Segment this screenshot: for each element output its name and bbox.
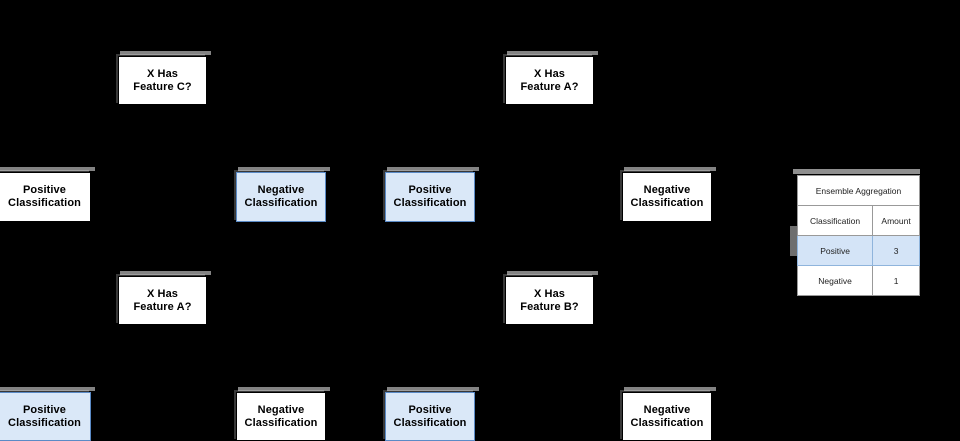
node-label-line2: Classification	[630, 416, 704, 429]
node-label-line2: Feature C?	[133, 80, 192, 93]
node-plate	[238, 387, 330, 391]
node-label-line2: Classification	[8, 416, 81, 429]
table-title-row: Ensemble Aggregation	[797, 175, 920, 206]
cell-classification-negative: Negative	[796, 265, 874, 296]
node-plate	[387, 167, 479, 171]
node-label-line1: X Has	[146, 287, 179, 300]
cell-amount-positive: 3	[872, 235, 920, 266]
node-plate	[507, 271, 598, 275]
node-label-line1: Negative	[643, 184, 691, 196]
cell-classification-positive: Positive	[796, 235, 874, 266]
node-label-line2: Classification	[244, 416, 318, 429]
node-plate	[624, 167, 716, 171]
node-label-line2: Classification	[630, 197, 704, 209]
node-label-line1: Negative	[643, 403, 691, 416]
node-label-line1: Negative	[257, 184, 305, 196]
node-label-line2: Classification	[393, 416, 467, 429]
node-plate	[507, 51, 598, 55]
node-label-line1: Negative	[257, 403, 305, 416]
node-label-line2: Feature A?	[133, 300, 192, 313]
node-label-line1: X Has	[146, 67, 179, 80]
column-header-amount: Amount	[872, 205, 920, 236]
column-header-classification: Classification	[796, 205, 874, 236]
node-label-line2: Classification	[393, 197, 467, 209]
node-plate	[387, 387, 479, 391]
table-side-plate	[790, 226, 797, 256]
node-label-line1: Positive	[23, 403, 66, 416]
node-plate	[0, 387, 95, 391]
table-top-plate	[793, 169, 920, 174]
table-row-negative: Negative 1	[796, 265, 920, 296]
node-label-line2: Feature A?	[520, 80, 579, 93]
table-title: Ensemble Aggregation	[797, 175, 920, 206]
node-plate	[0, 167, 95, 171]
table-row-positive: Positive 3	[796, 235, 920, 266]
node-label-line1: Positive	[408, 403, 452, 416]
table-header-row: Classification Amount	[796, 205, 920, 236]
ensemble-aggregation-table: Ensemble Aggregation Classification Amou…	[796, 175, 920, 296]
node-plate	[120, 51, 211, 55]
node-plate	[624, 387, 716, 391]
node-label-line1: X Has	[533, 287, 566, 300]
node-label-line1: Positive	[408, 184, 452, 196]
cell-amount-negative: 1	[872, 265, 920, 296]
node-label-line1: X Has	[533, 67, 566, 80]
node-label-line2: Classification	[8, 197, 81, 209]
node-label-line2: Classification	[244, 197, 318, 209]
node-plate	[238, 167, 330, 171]
node-plate	[120, 271, 211, 275]
node-label-line1: Positive	[23, 184, 66, 196]
node-label-line2: Feature B?	[520, 300, 579, 313]
